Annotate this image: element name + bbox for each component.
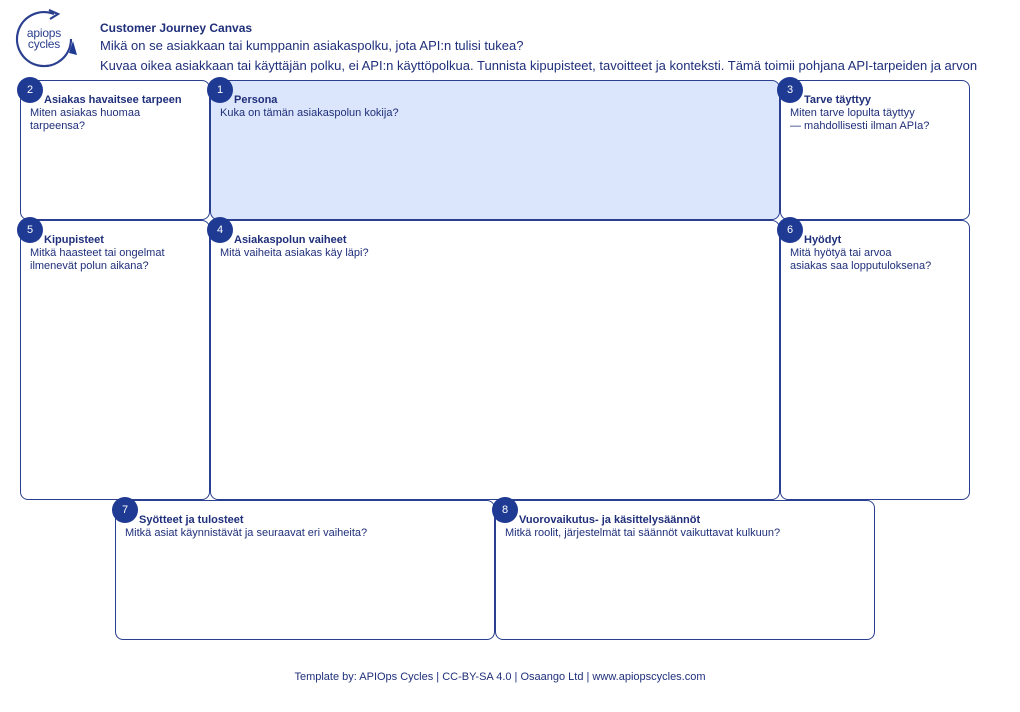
need-recognized-question: Miten asiakas huomaa tarpeensa? [30, 107, 141, 132]
need-recognized-title: Asiakas havaitsee tarpeen [44, 94, 182, 106]
box-pain-points[interactable] [20, 220, 210, 500]
canvas-title: Customer Journey Canvas [100, 21, 253, 35]
badge-need-recognized: 2 [17, 77, 43, 103]
canvas-question: Mikä on se asiakkaan tai kumppanin asiak… [100, 38, 524, 53]
benefits-title: Hyödyt [804, 234, 842, 246]
badge-journey-steps: 4 [207, 217, 233, 243]
badge-inputs-outputs: 7 [112, 497, 138, 523]
need-fulfilled-question: Miten tarve lopulta täyttyy — mahdollise… [790, 107, 930, 132]
badge-benefits: 6 [777, 217, 803, 243]
inputs-outputs-title: Syötteet ja tulosteet [139, 514, 244, 526]
badge-persona: 1 [207, 77, 233, 103]
benefits-question: Mitä hyötyä tai arvoa asiakas saa lopput… [790, 247, 932, 272]
box-inputs-outputs[interactable] [115, 500, 495, 640]
interaction-rules-question: Mitkä roolit, järjestelmät tai säännöt v… [505, 527, 781, 539]
apiops-cycles-logo: apiops cycles [14, 8, 80, 70]
badge-pain-points: 5 [17, 217, 43, 243]
box-interaction-rules[interactable] [495, 500, 875, 640]
logo-cycle-icon [15, 8, 77, 68]
persona-title: Persona [234, 94, 278, 106]
interaction-rules-title: Vuorovaikutus- ja käsittelysäännöt [519, 514, 701, 526]
box-persona[interactable] [210, 80, 780, 220]
logo-text-line2: cycles [27, 37, 61, 51]
journey-steps-title: Asiakaspolun vaiheet [234, 234, 347, 246]
box-benefits[interactable] [780, 220, 970, 500]
badge-interaction-rules: 8 [492, 497, 518, 523]
badge-need-fulfilled: 3 [777, 77, 803, 103]
footer-credits: Template by: APIOps Cycles | CC-BY-SA 4.… [294, 671, 706, 683]
inputs-outputs-question: Mitkä asiat käynnistävät ja seuraavat er… [125, 527, 368, 539]
logo-text-line1: apiops [26, 26, 62, 40]
box-need-recognized[interactable] [20, 80, 210, 220]
persona-question: Kuka on tämän asiakaspolun kokija? [220, 107, 399, 119]
journey-steps-question: Mitä vaiheita asiakas käy läpi? [220, 247, 369, 259]
pain-points-title: Kipupisteet [44, 234, 104, 246]
pain-points-question: Mitkä haasteet tai ongelmat ilmenevät po… [30, 247, 165, 272]
box-need-fulfilled[interactable] [780, 80, 970, 220]
canvas-description: Kuvaa oikea asiakkaan tai käyttäjän polk… [100, 58, 978, 73]
need-fulfilled-title: Tarve täyttyy [804, 94, 872, 106]
box-journey-steps[interactable] [210, 220, 780, 500]
